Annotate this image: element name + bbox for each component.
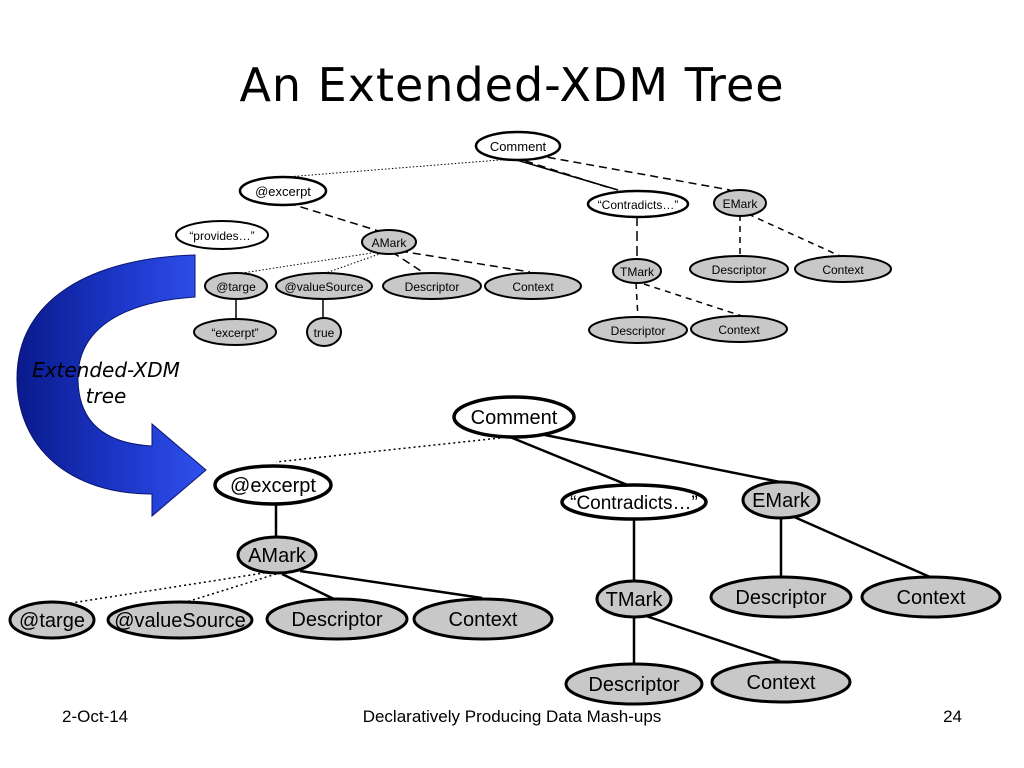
top-node-excerpt-attr: @excerpt xyxy=(238,175,328,207)
bottom-node-tmark: TMark xyxy=(595,579,673,619)
top-node-target-attr-label: @targe xyxy=(216,280,256,294)
bottom-node-contradicts: “Contradicts…” xyxy=(560,483,708,521)
top-tree-nodes: Comment @excerpt “provides…” AMark @targ… xyxy=(175,130,892,347)
arrow-caption-line1: Extended-XDM xyxy=(32,358,180,382)
top-node-tmark: TMark xyxy=(612,258,662,284)
bottom-node-context-t: Context xyxy=(710,660,852,704)
top-node-true-val: true xyxy=(306,317,342,347)
bottom-node-contradicts-label: “Contradicts…” xyxy=(570,493,698,514)
top-node-context-e-label: Context xyxy=(822,263,864,277)
top-node-target-attr: @targe xyxy=(204,272,268,300)
top-node-amark-label: AMark xyxy=(372,236,408,250)
bottom-node-comment-label: Comment xyxy=(471,407,558,429)
top-node-descriptor-t: Descriptor xyxy=(588,316,688,344)
arrow-caption-line2: tree xyxy=(85,384,127,408)
top-node-descriptor-a: Descriptor xyxy=(382,272,482,300)
top-node-valuesource-attr-label: @valueSource xyxy=(285,280,364,294)
bottom-node-comment: Comment xyxy=(452,395,576,439)
top-node-contradicts: “Contradicts…” xyxy=(586,189,690,219)
bottom-node-descriptor-a: Descriptor xyxy=(265,597,409,641)
bottom-node-tmark-label: TMark xyxy=(606,589,664,611)
top-node-descriptor-a-label: Descriptor xyxy=(405,280,460,294)
top-node-emark-label: EMark xyxy=(723,197,759,211)
bottom-node-descriptor-e: Descriptor xyxy=(709,575,853,619)
bottom-node-valuesource-attr-label: @valueSource xyxy=(114,610,245,632)
top-node-comment: Comment xyxy=(474,130,562,162)
bottom-node-context-e: Context xyxy=(860,575,1002,619)
top-node-context-t-label: Context xyxy=(718,323,760,337)
bottom-node-target-attr: @targe xyxy=(8,600,96,640)
bottom-node-descriptor-e-label: Descriptor xyxy=(735,587,826,609)
top-node-context-e: Context xyxy=(794,255,892,283)
top-node-provides-label: “provides…” xyxy=(189,229,254,243)
top-node-tmark-label: TMark xyxy=(620,265,655,279)
bottom-node-valuesource-attr: @valueSource xyxy=(106,600,254,640)
top-node-context-a-label: Context xyxy=(512,280,554,294)
top-node-context-a: Context xyxy=(484,272,582,300)
bottom-node-target-attr-label: @targe xyxy=(19,610,85,632)
bottom-node-context-e-label: Context xyxy=(897,587,966,609)
bottom-node-context-t-label: Context xyxy=(747,672,816,694)
bottom-node-descriptor-t: Descriptor xyxy=(564,662,704,706)
top-node-context-t: Context xyxy=(690,315,788,343)
bottom-node-excerpt-attr-label: @excerpt xyxy=(230,475,316,497)
top-node-descriptor-e: Descriptor xyxy=(689,255,789,283)
top-node-emark: EMark xyxy=(713,189,767,217)
top-node-comment-label: Comment xyxy=(490,139,547,154)
transform-arrow xyxy=(16,254,207,518)
top-node-true-val-label: true xyxy=(314,326,335,340)
bottom-node-excerpt-attr: @excerpt xyxy=(213,464,333,506)
bottom-node-descriptor-t-label: Descriptor xyxy=(588,674,679,696)
top-node-descriptor-e-label: Descriptor xyxy=(712,263,767,277)
slide-title: An Extended-XDM Tree xyxy=(239,58,785,112)
top-node-excerpt-val: “excerpt” xyxy=(193,318,277,346)
bottom-node-amark: AMark xyxy=(236,535,318,575)
bottom-node-emark-label: EMark xyxy=(752,490,811,512)
top-node-descriptor-t-label: Descriptor xyxy=(611,324,666,338)
footer-date: 2-Oct-14 xyxy=(62,707,129,726)
top-node-amark: AMark xyxy=(361,229,417,255)
bottom-node-amark-label: AMark xyxy=(248,545,307,567)
top-node-valuesource-attr: @valueSource xyxy=(275,272,373,300)
footer-page-number: 24 xyxy=(943,707,962,726)
footer-title: Declaratively Producing Data Mash-ups xyxy=(362,707,662,726)
top-node-contradicts-label: “Contradicts…” xyxy=(598,198,679,212)
bottom-node-context-a-label: Context xyxy=(449,609,518,631)
bottom-node-descriptor-a-label: Descriptor xyxy=(291,609,382,631)
bottom-tree-edges xyxy=(51,432,931,664)
top-tree-edges xyxy=(235,154,841,320)
bottom-node-emark: EMark xyxy=(741,480,821,520)
top-node-excerpt-attr-label: @excerpt xyxy=(255,184,311,199)
top-node-provides: “provides…” xyxy=(175,220,269,250)
bottom-node-context-a: Context xyxy=(412,597,554,641)
top-node-excerpt-val-label: “excerpt” xyxy=(211,326,258,340)
bottom-tree-nodes: Comment @excerpt AMark @targe @valueSour… xyxy=(8,395,1002,706)
